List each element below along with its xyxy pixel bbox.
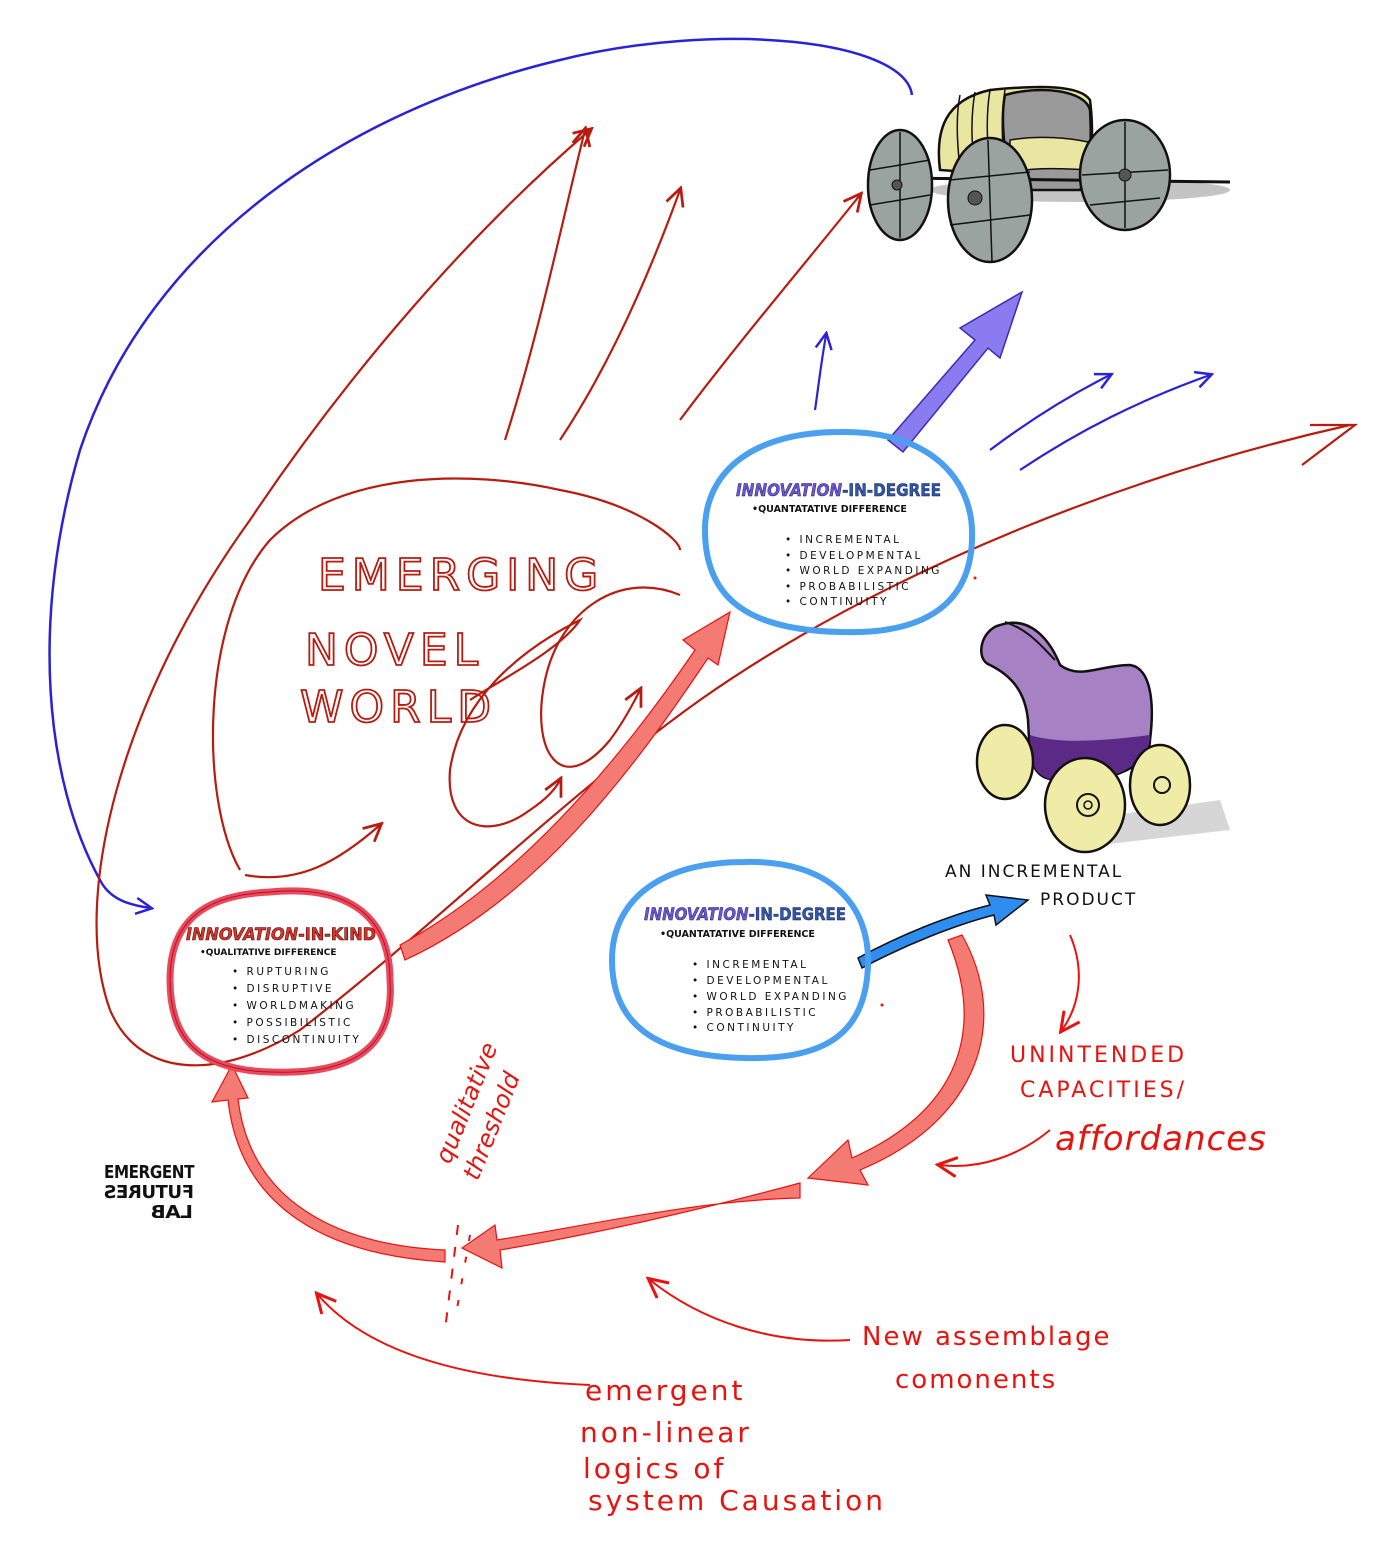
unintended-capacities-label: UNINTENDED CAPACITIES/ affordances <box>1010 1043 1267 1159</box>
salmon-arrow-bottom <box>460 1182 801 1270</box>
innovation-in-degree-top-node: INNOVATION-IN-DEGREE •QUANTATATIVE DIFFE… <box>701 428 976 636</box>
emergent-line4: system Causation <box>588 1484 886 1517</box>
new-assemblage-label: New assemblage comonents <box>862 1322 1111 1395</box>
emergent-line3: logics of <box>583 1452 726 1485</box>
spiral-2 <box>448 617 584 828</box>
degree-bottom-title-part2: -IN-DEGREE <box>749 905 846 925</box>
threshold-dashed-line <box>444 1224 459 1331</box>
horse-wheel <box>975 723 1035 801</box>
right-arrow-head <box>1301 423 1359 466</box>
inner-loop-arrow <box>244 825 380 879</box>
outer-red-loop <box>95 130 1351 1067</box>
product-to-unintended-arrow <box>1062 934 1079 1030</box>
unintended-line1: UNINTENDED <box>1010 1043 1187 1068</box>
unintended-line2: CAPACITIES/ <box>1020 1078 1187 1103</box>
threshold-dashed-line-2 <box>454 1234 471 1321</box>
degree-bottom-item: • WORLD EXPANDING <box>692 991 849 1003</box>
degree-top-item: • INCREMENTAL <box>785 534 901 546</box>
innovation-in-degree-bottom-node: INNOVATION-IN-DEGREE •QUANTATATIVE DIFFE… <box>608 858 872 1062</box>
stray-dot <box>973 576 977 580</box>
incremental-product-line2: PRODUCT <box>1040 890 1137 910</box>
new-assemblage-line2: comonents <box>895 1365 1057 1395</box>
salmon-arrow-from-product <box>806 934 985 1186</box>
emerging-text: EMERGING <box>318 550 604 601</box>
incremental-product-line1: AN INCREMENTAL <box>945 862 1123 882</box>
degree-bottom-circle <box>608 858 872 1062</box>
unintended-line3: affordances <box>1055 1119 1267 1159</box>
emergent-line2: non-linear <box>580 1416 752 1449</box>
kind-item: • DISRUPTIVE <box>232 983 334 995</box>
new-assemblage-line1: New assemblage <box>862 1322 1111 1352</box>
kind-title-part2: -IN-KIND <box>298 925 376 945</box>
emergent-line1: emergent <box>585 1374 745 1407</box>
degree-bottom-item: • INCREMENTAL <box>692 959 808 971</box>
degree-bottom-item: • PROBABILISTIC <box>692 1007 818 1019</box>
kind-item: • POSSIBILISTIC <box>232 1017 353 1029</box>
blue-arrow-to-product <box>857 894 1030 970</box>
qualitative-threshold-label: qualitative threshold <box>430 1038 527 1183</box>
degree-top-circle <box>701 428 976 636</box>
new-assemblage-arrow <box>650 1280 851 1342</box>
emergent-futures-lab-logo: EMERGENT FUTURES LAB <box>104 1162 196 1223</box>
logo-line2: FUTURES <box>104 1182 194 1203</box>
novel-text: NOVEL <box>305 625 484 676</box>
salmon-arrow-kind-to-degree <box>399 610 731 961</box>
covered-wagon-illustration <box>866 85 1231 264</box>
incremental-product-label: AN INCREMENTAL PRODUCT <box>945 862 1137 910</box>
logo-line3: LAB <box>151 1202 193 1223</box>
degree-top-title-part2: -IN-DEGREE <box>842 481 941 501</box>
salmon-arrow-left-up <box>210 1063 446 1263</box>
rising-arrow-2 <box>559 190 680 441</box>
degree-bottom-item: • DEVELOPMENTAL <box>692 975 830 987</box>
degree-top-item: • DEVELOPMENTAL <box>785 550 923 562</box>
emergent-logics-label: emergent non-linear logics of system Cau… <box>580 1374 886 1517</box>
degree-top-item: • PROBABILISTIC <box>785 581 911 593</box>
degree-bottom-item: • CONTINUITY <box>692 1022 796 1034</box>
rising-arrow-3 <box>679 195 860 421</box>
svg-text:INNOVATION-IN-DEGREE: INNOVATION-IN-DEGREE <box>644 905 846 925</box>
degree-top-item: • WORLD EXPANDING <box>785 565 942 577</box>
stray-dot <box>880 1003 884 1007</box>
degree-top-subtitle: •QUANTATATIVE DIFFERENCE <box>752 504 907 515</box>
rising-arrow-1 <box>503 130 585 441</box>
svg-text:INNOVATION-IN-DEGREE: INNOVATION-IN-DEGREE <box>736 481 941 501</box>
degree-bottom-subtitle: •QUANTATATIVE DIFFERENCE <box>660 929 815 940</box>
kind-subtitle: •QUALITATIVE DIFFERENCE <box>200 948 337 958</box>
world-text: WORLD <box>300 682 497 733</box>
kind-item: • WORLDMAKING <box>232 1000 356 1012</box>
kind-item: • DISCONTINUITY <box>232 1034 361 1046</box>
logo-line1: EMERGENT <box>104 1162 195 1183</box>
toy-horse-illustration <box>975 621 1230 854</box>
purple-thick-arrow <box>886 290 1024 454</box>
blue-arrow-right-2 <box>1019 375 1210 471</box>
kind-title-part1: INNOVATION <box>186 925 298 945</box>
blue-arrow-right-1 <box>989 375 1110 451</box>
inner-red-loop <box>211 477 682 871</box>
kind-item: • RUPTURING <box>232 966 331 978</box>
blue-arrow-up <box>813 335 826 411</box>
blue-feedback-arc <box>48 37 914 908</box>
degree-bottom-title-part1: INNOVATION <box>644 905 749 925</box>
degree-top-item: • CONTINUITY <box>785 596 889 608</box>
spiral-1 <box>540 586 681 768</box>
affordances-arrow <box>940 1129 1051 1166</box>
emergent-logics-arrow <box>318 1295 591 1386</box>
innovation-in-kind-node: INNOVATION-IN-KIND •QUALITATIVE DIFFEREN… <box>166 887 394 1076</box>
degree-top-title-part1: INNOVATION <box>736 481 842 501</box>
svg-text:INNOVATION-IN-KIND: INNOVATION-IN-KIND <box>186 925 376 945</box>
emerging-novel-world-label: EMERGING NOVEL WORLD <box>299 549 604 734</box>
